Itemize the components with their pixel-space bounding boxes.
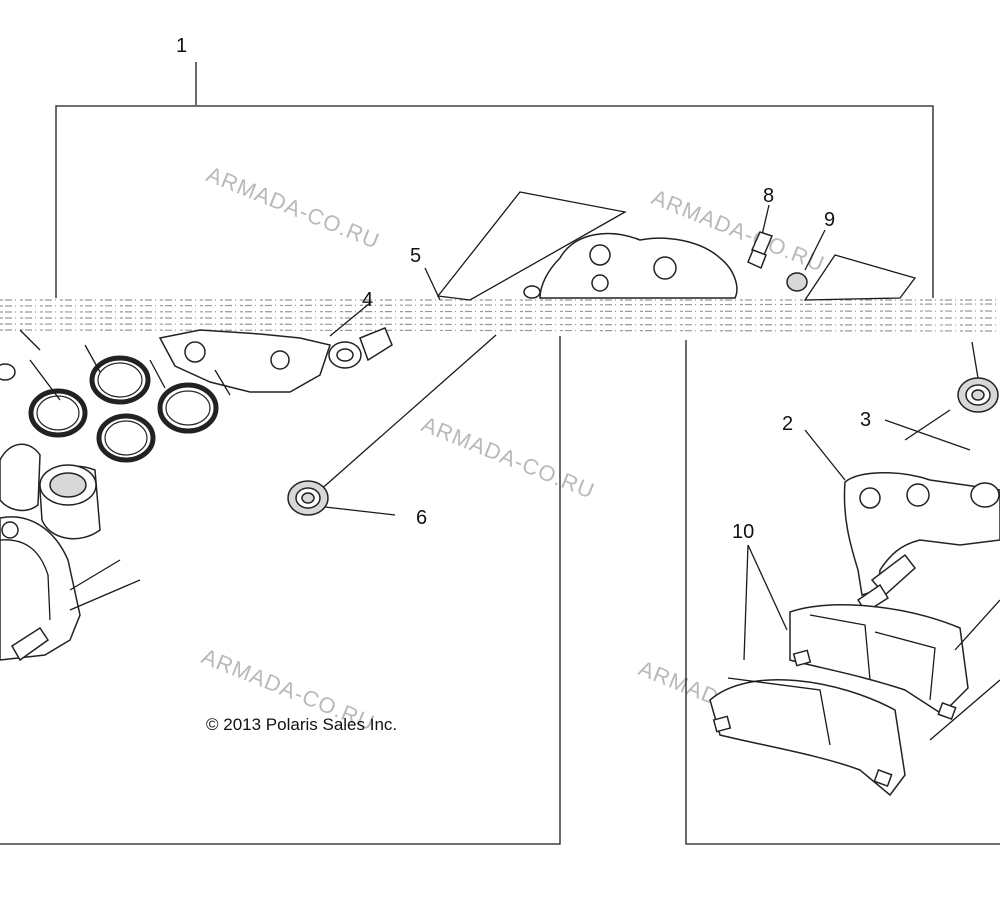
callout-1: 1 [176, 35, 187, 57]
callouts: 1 2 3 4 5 6 8 9 10 [176, 35, 871, 543]
bracket-seal-right [884, 341, 999, 451]
piston-seals [28, 344, 231, 463]
caliper-body-lower [0, 516, 141, 662]
scan-noise-band [0, 299, 1000, 332]
callout-9: 9 [824, 209, 835, 231]
callout-10: 10 [732, 521, 754, 543]
assembly-frame [0, 62, 1000, 845]
caliper-seal [287, 334, 497, 516]
caliper-bracket-right [804, 429, 1000, 614]
callout-8: 8 [763, 185, 774, 207]
pistons [0, 329, 101, 540]
bleeder-cap [786, 229, 826, 292]
watermark-3: ARMADA-CO.RU [418, 411, 598, 503]
brake-pads [709, 544, 1000, 797]
callout-4: 4 [362, 289, 373, 311]
caliper-body-upper [436, 191, 917, 301]
watermarks: ARMADA-CO.RU ARMADA-CO.RU ARMADA-CO.RU A… [198, 161, 828, 747]
bleeder-screw [747, 204, 774, 270]
callout-5: 5 [410, 245, 421, 267]
callout-leaders [424, 267, 441, 301]
copyright-text: © 2013 Polaris Sales Inc. [206, 715, 397, 734]
watermark-1: ARMADA-CO.RU [203, 161, 383, 253]
callout-6: 6 [416, 507, 427, 529]
callout-3: 3 [860, 409, 871, 431]
callout-2: 2 [782, 413, 793, 435]
caliper-bracket-left [158, 302, 393, 393]
